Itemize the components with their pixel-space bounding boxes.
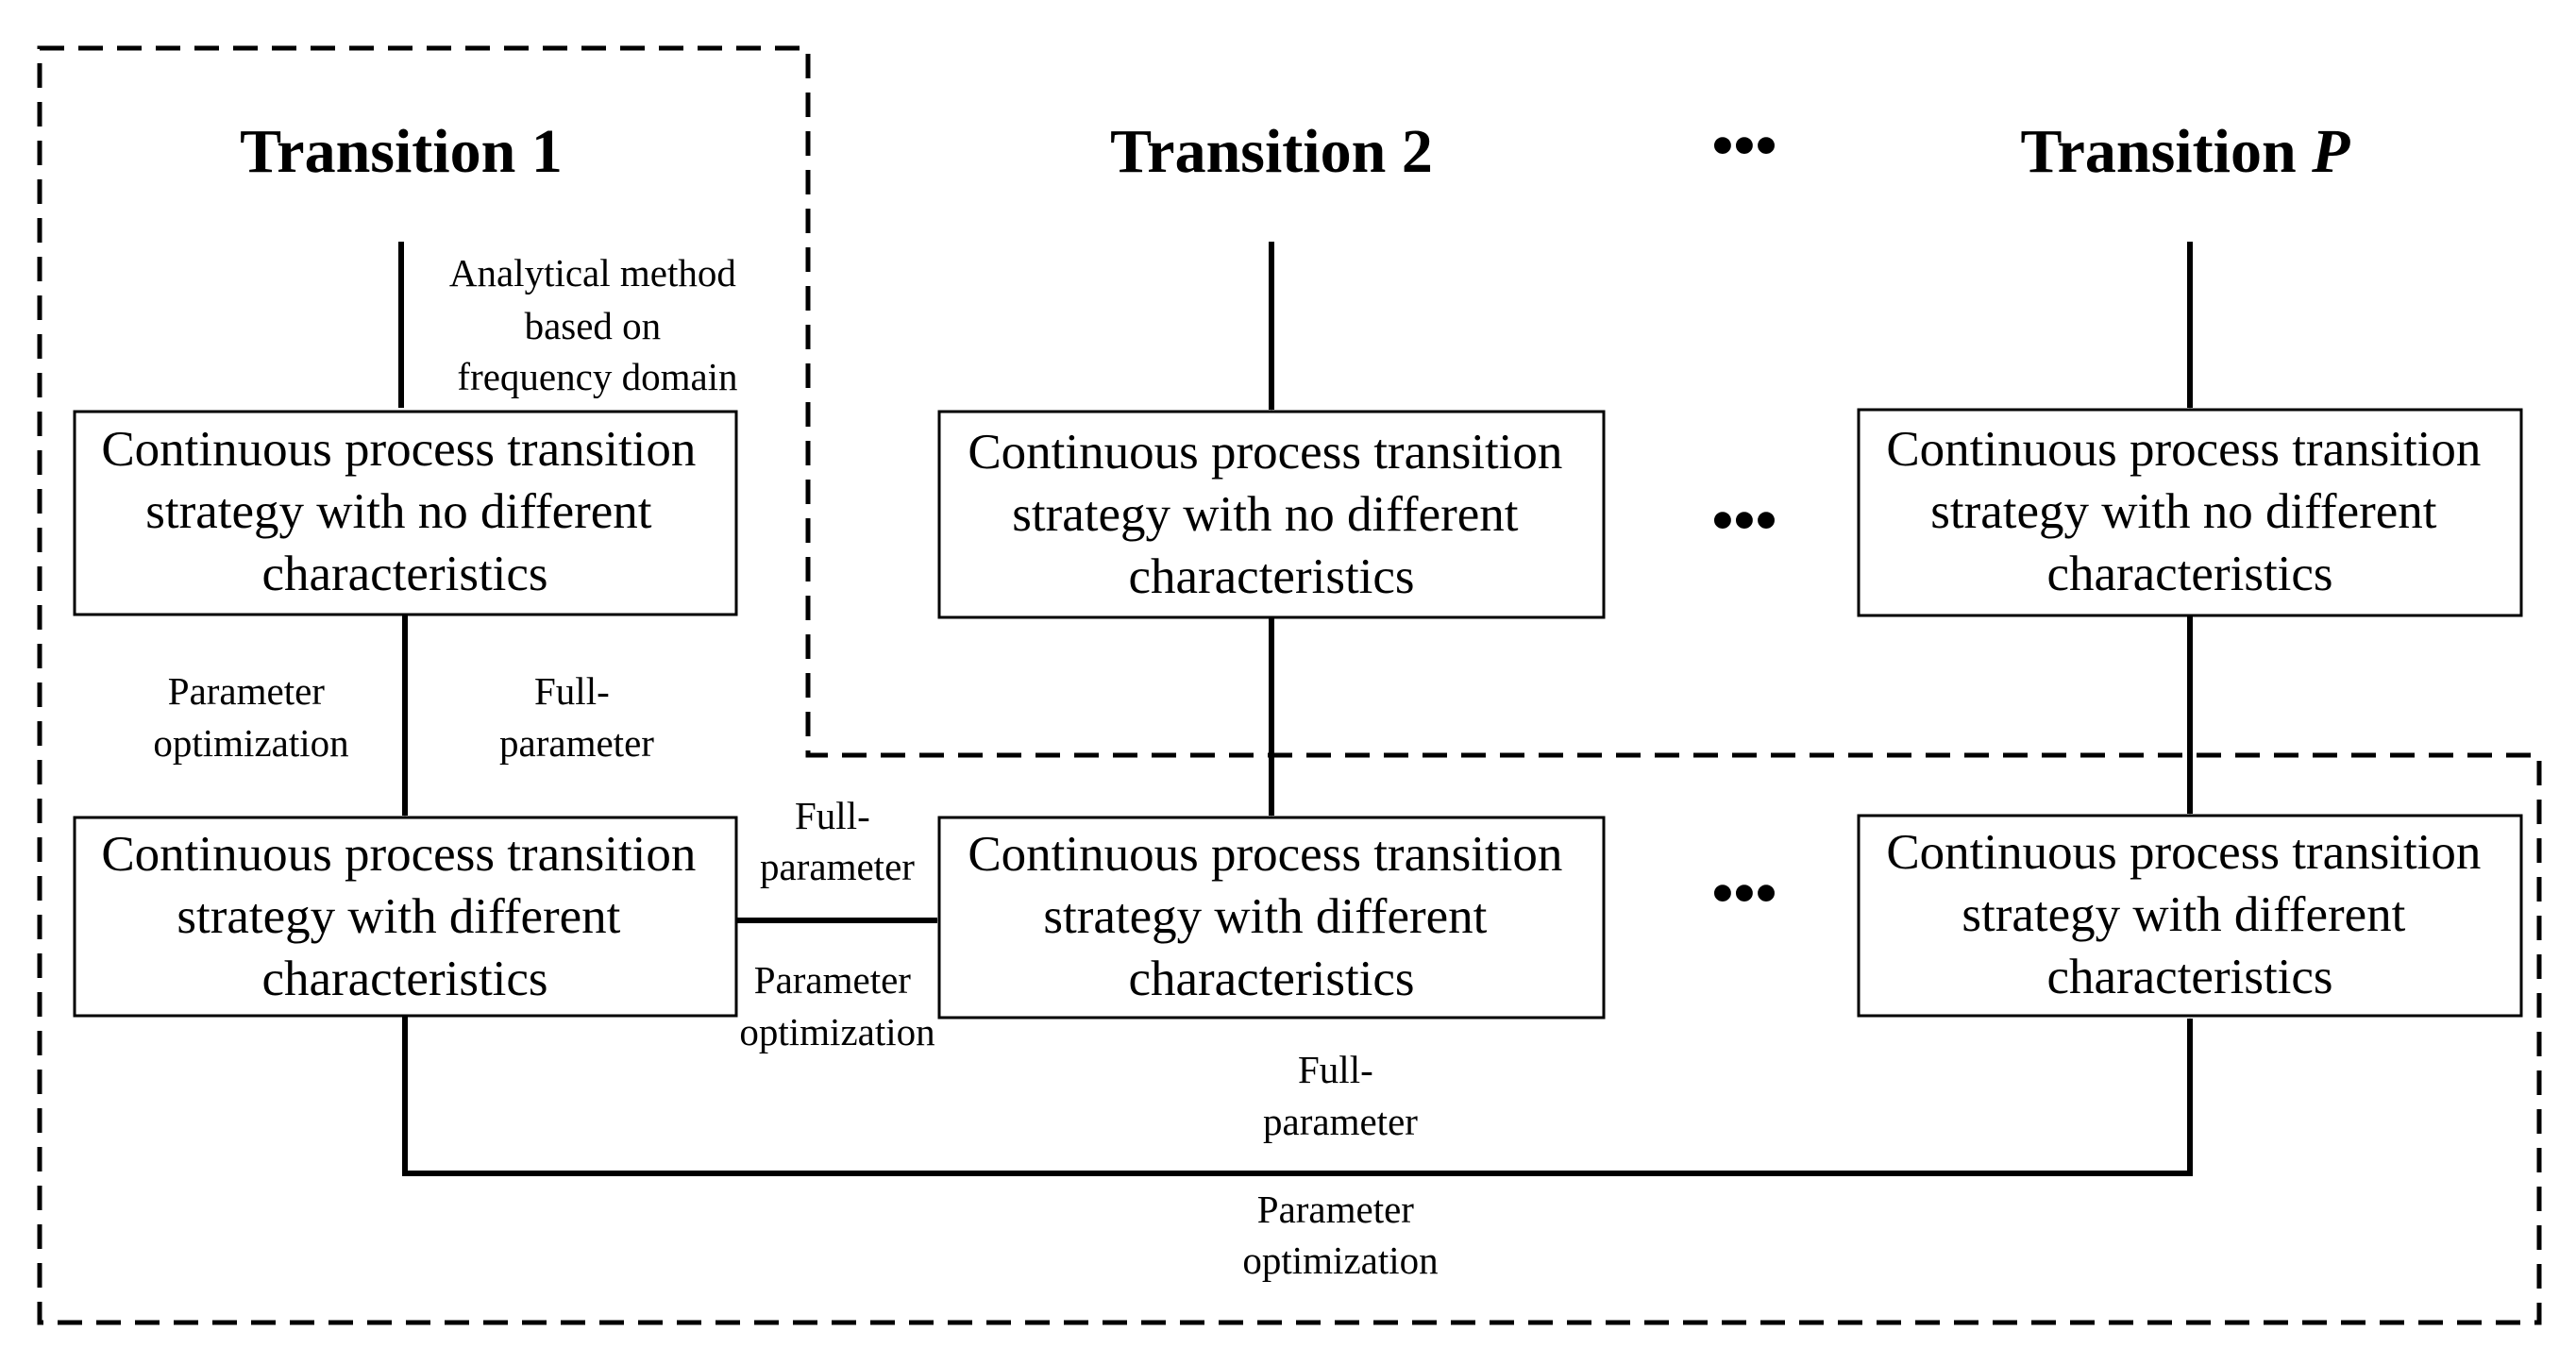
label-analytical-method: Analytical method based on frequency dom… <box>449 251 746 398</box>
label-t1-parameter-optimization: Parameter optimization <box>153 669 348 765</box>
box-t2-no-diff <box>937 410 1606 619</box>
title-transition-2: Transition 2 <box>1110 117 1433 186</box>
box-t2-diff-text: Continuous process transition strategy w… <box>968 827 1574 1006</box>
label-bottom-full-parameter: Full- parameter <box>1263 1048 1418 1143</box>
dashed-region-transition-1 <box>37 45 2542 1325</box>
label-horizontal-parameter-optimization: Parameter optimization <box>739 958 934 1053</box>
label-t1-full-parameter: Full- parameter <box>499 669 654 765</box>
box-t1-no-diff <box>73 410 738 616</box>
ellipsis-titles: ••• <box>1711 111 1776 180</box>
box-t1-no-diff-text: Continuous process transition strategy w… <box>101 422 708 601</box>
label-bottom-parameter-optimization: Parameter optimization <box>1242 1188 1438 1282</box>
title-transition-p: Transition P <box>2021 117 2351 186</box>
ellipsis-row-1: ••• <box>1711 486 1776 555</box>
title-transition-p-variable: P <box>2311 117 2350 186</box>
box-t1-diff-text: Continuous process transition strategy w… <box>101 827 708 1006</box>
title-transition-1: Transition 1 <box>240 117 563 186</box>
arrow-t1-diff-to-tp-diff <box>402 1016 2193 1176</box>
box-tp-diff <box>1857 814 2523 1018</box>
label-horizontal-full-parameter: Full- parameter <box>760 794 915 888</box>
box-tp-no-diff-text: Continuous process transition strategy w… <box>1886 422 2493 601</box>
box-tp-no-diff <box>1857 408 2523 617</box>
box-t2-diff <box>937 816 1606 1020</box>
box-tp-diff-text: Continuous process transition strategy w… <box>1886 825 2493 1004</box>
ellipsis-row-2: ••• <box>1711 859 1776 928</box>
title-transition-p-prefix: Transition <box>2021 117 2313 186</box>
box-t2-no-diff-text: Continuous process transition strategy w… <box>968 425 1574 604</box>
